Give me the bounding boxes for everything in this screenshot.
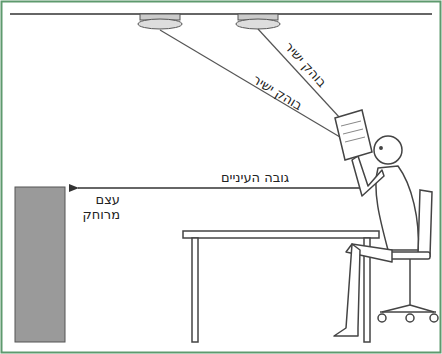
ceiling-lamp bbox=[138, 14, 182, 29]
glare-ray bbox=[160, 30, 345, 140]
ceiling-lamp bbox=[236, 14, 280, 29]
eye-level-label: גובה העיניים bbox=[221, 170, 289, 185]
eye-level-arrow bbox=[78, 187, 368, 189]
seated-person bbox=[334, 136, 418, 336]
document-lines bbox=[341, 121, 361, 126]
ceiling bbox=[10, 13, 432, 15]
document-held bbox=[335, 110, 372, 160]
document-lines bbox=[345, 137, 365, 142]
document-lines bbox=[343, 129, 363, 134]
distant-object bbox=[15, 187, 65, 342]
object-label: עצם מרוחק bbox=[70, 192, 120, 222]
